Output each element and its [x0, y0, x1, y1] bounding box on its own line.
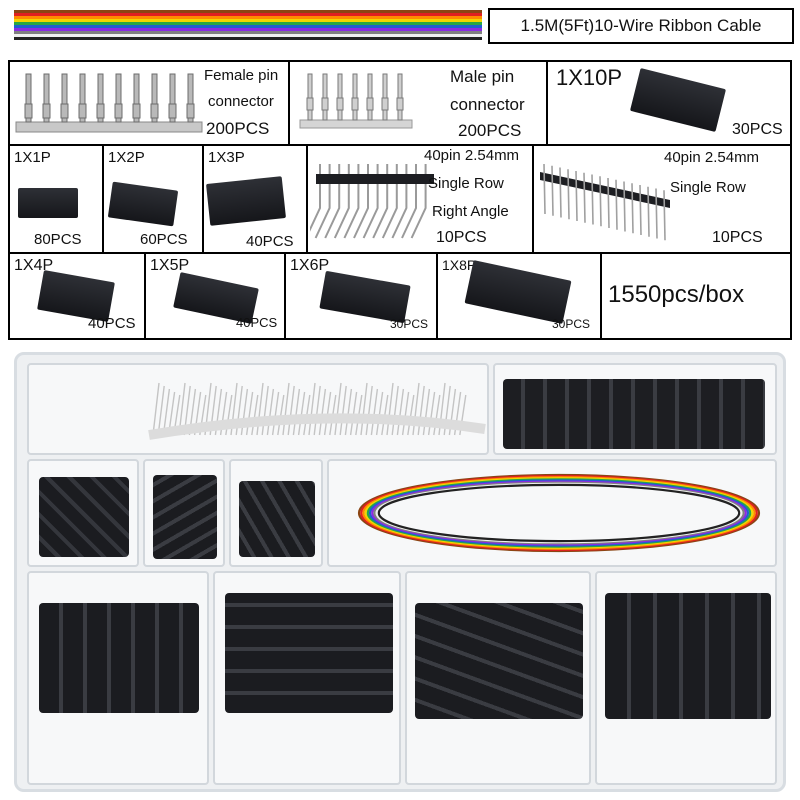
male-pin-qty: 200PCS: [458, 121, 522, 140]
ribbon-wire-1: [14, 10, 482, 13]
parts-grid: Female pin connector 200PCS Male pin con…: [8, 60, 792, 340]
1x1p-qty: 80PCS: [34, 231, 82, 248]
cell-1x1p: 1X1P 80PCS: [10, 146, 104, 254]
1x8p-qty: 30PCS: [552, 317, 591, 331]
ribbon-cable-image: [14, 10, 482, 40]
cell-header-right-angle: 40pin 2.54mm Single Row Right Angle 10PC…: [308, 146, 534, 254]
right-angle-header-image: [310, 164, 434, 239]
housing-pile-bottom-3: [415, 603, 583, 719]
1x6p-qty: 30PCS: [390, 317, 429, 331]
1x1p-name: 1X1P: [14, 149, 51, 166]
female-pin-qty: 200PCS: [206, 119, 270, 138]
cell-female-pin: Female pin connector 200PCS: [10, 62, 290, 146]
ribbon-wire-4: [14, 19, 482, 22]
1x3p-housing-image: [206, 176, 286, 226]
1x1p-housing-image: [18, 188, 78, 218]
1x10p-name: 1X10P: [556, 65, 623, 90]
housing-pile-1x1p: [39, 477, 129, 557]
1x8p-name: 1X8P: [442, 257, 477, 273]
cell-1x8p: 1X8P 30PCS: [438, 254, 602, 338]
ribbon-wire-8: [14, 31, 482, 34]
housing-pile-bottom-1: [39, 603, 199, 713]
1x10p-qty: 30PCS: [732, 121, 783, 138]
1x4p-qty: 40PCS: [88, 315, 136, 332]
cell-male-pin: Male pin connector 200PCS: [290, 62, 548, 146]
male-pins-pile-image: [148, 382, 486, 440]
housing-pile-1x2p: [153, 475, 217, 559]
header-ra-label-2: Single Row: [428, 175, 504, 192]
cell-header-straight: 40pin 2.54mm Single Row 10PCS: [534, 146, 790, 254]
cell-1x4p: 1X4P 40PCS: [10, 254, 146, 338]
compartment-1x1p: [27, 459, 139, 567]
1x2p-housing-image: [107, 181, 179, 227]
1x10p-housing-image: [629, 68, 727, 132]
ribbon-wire-3: [14, 16, 482, 19]
cell-1x10p: 1X10P 30PCS: [548, 62, 790, 146]
cell-1x3p: 1X3P 40PCS: [204, 146, 308, 254]
housing-pile-1x3p: [239, 481, 315, 557]
header-ra-label-3: Right Angle: [432, 203, 509, 220]
ribbon-wire-7: [14, 28, 482, 31]
housing-pile-bottom-2: [225, 593, 393, 713]
storage-box-image: [14, 352, 786, 792]
header-st-qty: 10PCS: [712, 229, 763, 246]
female-pin-strip-image: [15, 73, 203, 133]
header-st-label-1: 40pin 2.54mm: [664, 149, 760, 166]
header-ra-qty: 10PCS: [436, 229, 487, 246]
1x3p-name: 1X3P: [208, 149, 245, 166]
ribbon-coil-image: [357, 473, 761, 553]
header-st-label-2: Single Row: [670, 179, 746, 196]
ribbon-cable-title-text: 1.5M(5Ft)10-Wire Ribbon Cable: [520, 16, 762, 35]
1x8p-housing-image: [464, 260, 572, 324]
cell-total: 1550pcs/box: [602, 254, 790, 338]
compartment-ribbon: [327, 459, 777, 567]
1x4p-name: 1X4P: [14, 257, 54, 274]
1x6p-housing-image: [319, 270, 411, 324]
female-pin-label-1: Female pin: [204, 67, 279, 84]
compartment-bottom-3: [405, 571, 591, 785]
total-count: 1550pcs/box: [608, 281, 745, 308]
compartment-top-right: [493, 363, 777, 455]
cell-1x6p: 1X6P 30PCS: [286, 254, 438, 338]
1x5p-name: 1X5P: [150, 257, 190, 274]
compartment-bottom-2: [213, 571, 401, 785]
straight-header-image: [540, 163, 670, 241]
cell-1x5p: 1X5P 40PCS: [146, 254, 286, 338]
housing-pile-top-right: [503, 379, 765, 449]
compartment-1x2p: [143, 459, 225, 567]
ribbon-wire-2: [14, 13, 482, 16]
ribbon-wire-5: [14, 22, 482, 25]
1x2p-name: 1X2P: [108, 149, 145, 166]
1x3p-qty: 40PCS: [246, 233, 294, 250]
male-pin-strip-image: [299, 73, 413, 129]
ribbon-cable-title: 1.5M(5Ft)10-Wire Ribbon Cable: [488, 8, 794, 44]
ribbon-wire-9: [14, 34, 482, 37]
ribbon-wire-6: [14, 25, 482, 28]
male-pin-label-1: Male pin: [450, 67, 515, 86]
compartment-1x3p: [229, 459, 323, 567]
1x6p-name: 1X6P: [290, 257, 330, 274]
1x2p-qty: 60PCS: [140, 231, 188, 248]
housing-pile-bottom-4: [605, 593, 771, 719]
compartment-bottom-4: [595, 571, 777, 785]
female-pin-label-2: connector: [208, 93, 274, 110]
compartment-bottom-1: [27, 571, 209, 785]
ribbon-wire-10: [14, 37, 482, 40]
male-pin-label-2: connector: [450, 95, 525, 114]
header-ra-label-1: 40pin 2.54mm: [424, 147, 520, 164]
1x5p-qty: 40PCS: [236, 315, 278, 330]
compartment-male-pins: [27, 363, 489, 455]
cell-1x2p: 1X2P 60PCS: [104, 146, 204, 254]
